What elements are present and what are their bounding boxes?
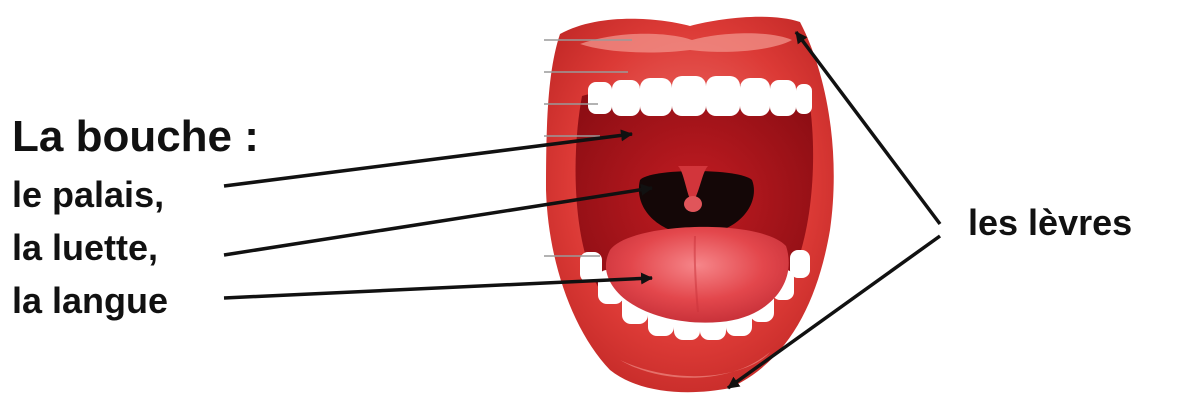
label-uvula: la luette, xyxy=(12,230,158,266)
diagram-title: La bouche : xyxy=(12,115,259,159)
upper-teeth xyxy=(588,76,812,116)
label-lips: les lèvres xyxy=(968,205,1132,241)
label-tongue: la langue xyxy=(12,283,168,319)
label-palate: le palais, xyxy=(12,177,164,213)
